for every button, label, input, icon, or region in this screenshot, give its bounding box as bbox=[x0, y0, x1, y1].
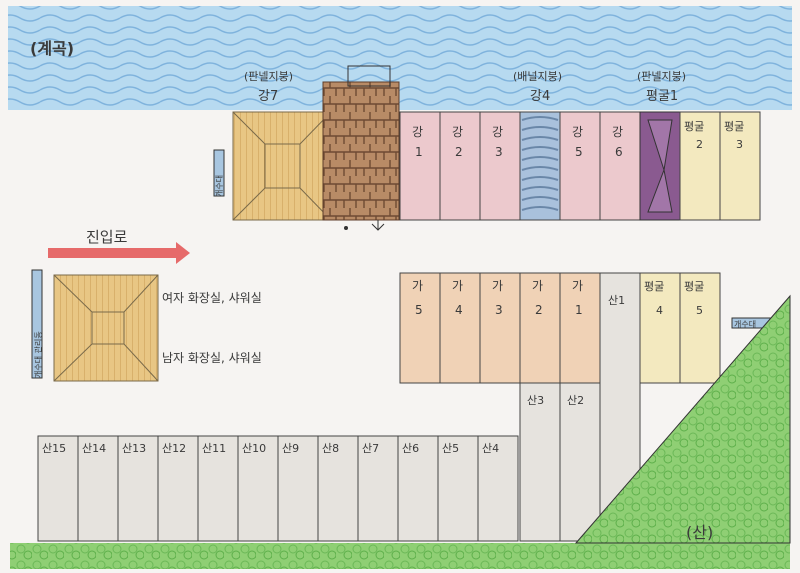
site-ga-4-l1: 가 bbox=[452, 279, 463, 293]
site-gang-3[interactable] bbox=[479, 111, 521, 221]
site-pyeong-4[interactable] bbox=[639, 272, 681, 384]
mountain-label: (산) bbox=[686, 523, 713, 542]
site-gang-2-l2: 2 bbox=[455, 145, 463, 159]
site-gang-6-l2: 6 bbox=[615, 145, 623, 159]
site-san-4[interactable] bbox=[477, 435, 519, 542]
facilities-side-sign bbox=[31, 269, 43, 379]
pyeong-name: 평굴1 bbox=[646, 89, 678, 104]
site-pyeong-2-l2: 2 bbox=[696, 138, 703, 151]
river-name: 강4 bbox=[530, 89, 550, 104]
site-san-4-label: 산4 bbox=[482, 442, 499, 455]
site-san-1-label: 산1 bbox=[608, 294, 625, 307]
stream-label: (계곡) bbox=[30, 39, 74, 58]
site-san-8-label: 산8 bbox=[322, 442, 339, 455]
site-san-10[interactable] bbox=[237, 435, 279, 542]
site-gang-5-l2: 5 bbox=[575, 145, 583, 159]
site-gang-5[interactable] bbox=[559, 111, 601, 221]
site-gang-2[interactable] bbox=[439, 111, 481, 221]
site-san-5-label: 산5 bbox=[442, 442, 459, 455]
site-pyeong-2-l1: 평굴 bbox=[684, 120, 704, 133]
site-ga-2-l2: 2 bbox=[535, 303, 543, 317]
facilities-side-sign-label: 개수대 관리동 bbox=[33, 331, 43, 378]
pavilion-top[interactable] bbox=[232, 111, 332, 221]
site-pyeong-4-l2: 4 bbox=[656, 304, 663, 317]
site-ga-4[interactable] bbox=[439, 272, 481, 384]
site-san-3-label: 산3 bbox=[527, 394, 544, 407]
grass-strip bbox=[10, 543, 790, 569]
site-san-6[interactable] bbox=[397, 435, 439, 542]
site-ga-1-l1: 가 bbox=[572, 279, 583, 293]
site-pyeong-4-l1: 평굴 bbox=[644, 280, 664, 293]
site-pyeong-3-l2: 3 bbox=[736, 138, 743, 151]
stone-wall bbox=[322, 65, 400, 231]
site-san-2-label: 산2 bbox=[567, 394, 584, 407]
mountain-area bbox=[574, 294, 791, 544]
site-san-2[interactable] bbox=[559, 382, 601, 542]
pavilion-note: (판넬지붕) bbox=[244, 70, 293, 83]
mid-small-units: 산3 산2 bbox=[519, 382, 601, 542]
site-san-11-label: 산11 bbox=[202, 442, 226, 455]
site-gang-6[interactable] bbox=[599, 111, 641, 221]
men-restroom-label: 남자 화장실, 샤워실 bbox=[162, 351, 262, 365]
site-san-13-label: 산13 bbox=[122, 442, 146, 455]
site-ga-5-l2: 5 bbox=[415, 303, 423, 317]
site-san-10-label: 산10 bbox=[242, 442, 266, 455]
site-ga-2-l1: 가 bbox=[532, 279, 543, 293]
pavilion-name: 강7 bbox=[258, 89, 278, 104]
site-san-15-label: 산15 bbox=[42, 442, 66, 455]
site-gang-6-l1: 강 bbox=[612, 125, 623, 139]
site-ga-5-l1: 가 bbox=[412, 279, 423, 293]
site-ga-3[interactable] bbox=[479, 272, 521, 384]
site-san-3[interactable] bbox=[519, 382, 561, 542]
site-gang-3-l2: 3 bbox=[495, 145, 503, 159]
top-side-sign-label: 개수대 bbox=[214, 175, 224, 197]
site-san-6-label: 산6 bbox=[402, 442, 419, 455]
top-units: 강 1 강 2 강 3 강 5 강 6 평굴 2 bbox=[399, 111, 761, 221]
bottom-units: 산15 산14 산13 산12 산11 산10 산9 산8 산7 산6 산5 산… bbox=[37, 435, 519, 542]
site-san-7-label: 산7 bbox=[362, 442, 379, 455]
site-ga-1-l2: 1 bbox=[575, 303, 583, 317]
site-san-12-label: 산12 bbox=[162, 442, 186, 455]
site-ga-4-l2: 4 bbox=[455, 303, 463, 317]
site-san-14[interactable] bbox=[77, 435, 119, 542]
facilities-building[interactable] bbox=[53, 274, 159, 382]
site-ga-3-l2: 3 bbox=[495, 303, 503, 317]
site-pyeong-3-l1: 평굴 bbox=[724, 120, 744, 133]
site-san-12[interactable] bbox=[157, 435, 199, 542]
site-gang-2-l1: 강 bbox=[452, 125, 463, 139]
site-san-7[interactable] bbox=[357, 435, 399, 542]
stream-area bbox=[8, 6, 792, 110]
site-gang-5-l1: 강 bbox=[572, 125, 583, 139]
site-san-9-label: 산9 bbox=[282, 442, 299, 455]
site-gang-3-l1: 강 bbox=[492, 125, 503, 139]
site-san-5[interactable] bbox=[437, 435, 479, 542]
site-ga-5[interactable] bbox=[399, 272, 441, 384]
site-pyeong-5[interactable] bbox=[679, 272, 721, 384]
pyeong-note: (판넬지붕) bbox=[637, 70, 686, 83]
entrance-arrow bbox=[48, 242, 190, 264]
river-note: (배널지붕) bbox=[513, 70, 562, 83]
site-san-8[interactable] bbox=[317, 435, 359, 542]
site-pyeong-5-l2: 5 bbox=[696, 304, 703, 317]
site-san-15[interactable] bbox=[37, 435, 79, 542]
entrance-label: 진입로 bbox=[86, 228, 128, 246]
women-restroom-label: 여자 화장실, 샤워실 bbox=[162, 291, 262, 305]
site-san-14-label: 산14 bbox=[82, 442, 106, 455]
site-pyeong-5-l1: 평굴 bbox=[684, 280, 704, 293]
site-gang-1-l1: 강 bbox=[412, 125, 423, 139]
site-ga-3-l1: 가 bbox=[492, 279, 503, 293]
site-pyeong-3[interactable] bbox=[719, 111, 761, 221]
top-side-sign bbox=[213, 149, 225, 197]
site-pyeong-2[interactable] bbox=[679, 111, 721, 221]
site-san-13[interactable] bbox=[117, 435, 159, 542]
middle-side-sign-label: 개수대 bbox=[734, 319, 756, 329]
site-gang-1-l2: 1 bbox=[415, 145, 423, 159]
site-san-11[interactable] bbox=[197, 435, 239, 542]
site-san-9[interactable] bbox=[277, 435, 319, 542]
